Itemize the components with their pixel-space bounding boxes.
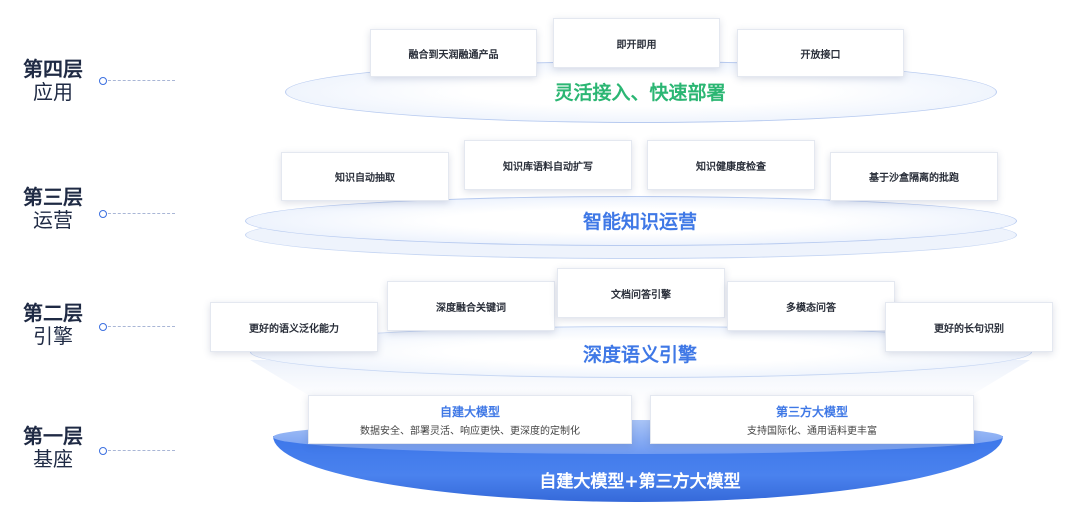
layer-label-1: 第一层 基座	[18, 425, 88, 471]
layer1-banner: 自建大模型+第三方大模型	[539, 472, 741, 492]
card-open-api: 开放接口	[737, 29, 904, 77]
card-product-integration: 融合到天润融通产品	[370, 29, 537, 77]
layer-title: 第三层	[23, 185, 83, 209]
layer3-disc	[245, 196, 1017, 246]
connector-line	[99, 323, 175, 331]
card-health-check: 知识健康度检查	[647, 140, 815, 190]
layer-title: 第一层	[23, 424, 83, 448]
connector-dot	[99, 77, 107, 85]
card-self-built-model: 自建大模型 数据安全、部署灵活、响应更快、更深度的定制化	[308, 395, 632, 444]
card-corpus-expansion: 知识库语料自动扩写	[464, 140, 632, 190]
card-multimodal-qa: 多模态问答	[727, 281, 895, 331]
connector-dot	[99, 210, 107, 218]
card-long-sentence: 更好的长句识别	[885, 302, 1053, 352]
card-ready-to-use: 即开即用	[553, 18, 720, 68]
layer-subtitle: 运营	[33, 208, 73, 232]
layer-label-4: 第四层 应用	[18, 58, 88, 104]
layer-title: 第四层	[23, 57, 83, 81]
card-desc: 数据安全、部署灵活、响应更快、更深度的定制化	[360, 425, 580, 437]
connector-line	[99, 77, 175, 85]
layer-subtitle: 基座	[33, 447, 73, 471]
connector-dot	[99, 447, 107, 455]
connector-line	[99, 447, 175, 455]
connector-line	[99, 210, 175, 218]
layer2-banner: 深度语义引擎	[582, 344, 697, 366]
card-semantic-generalization: 更好的语义泛化能力	[210, 302, 378, 352]
layer-label-2: 第二层 引擎	[18, 302, 88, 348]
card-sandbox-batch: 基于沙盒隔离的批跑	[830, 152, 998, 201]
card-desc: 支持国际化、通用语料更丰富	[747, 425, 877, 437]
card-document-qa: 文档问答引擎	[557, 268, 725, 318]
layer-subtitle: 引擎	[33, 324, 73, 348]
card-title: 自建大模型	[439, 404, 500, 419]
layer-label-3: 第三层 运营	[18, 186, 88, 232]
connector-dot	[99, 323, 107, 331]
card-title: 第三方大模型	[775, 404, 848, 419]
layer-subtitle: 应用	[33, 80, 73, 104]
layer4-banner: 灵活接入、快速部署	[554, 82, 726, 104]
card-knowledge-extraction: 知识自动抽取	[281, 152, 449, 201]
card-keyword-fusion: 深度融合关键词	[387, 281, 555, 331]
card-third-party-model: 第三方大模型 支持国际化、通用语料更丰富	[650, 395, 974, 444]
layer3-banner: 智能知识运营	[582, 211, 697, 233]
layer-title: 第二层	[23, 301, 83, 325]
